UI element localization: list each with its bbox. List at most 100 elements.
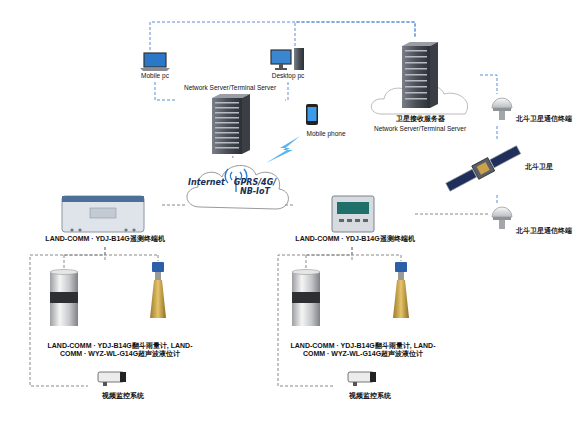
device-node: Mobile pc [135, 50, 175, 82]
dashed-connector [30, 247, 105, 386]
terminal-node: LAND-COMM · YDJ-B14G遥测终端机 [50, 193, 160, 247]
terminal-ports [70, 228, 135, 231]
gauge-cylinder [292, 272, 320, 326]
meter-horn [393, 280, 409, 318]
camera-icon [98, 372, 126, 386]
node-label: Mobile phone [296, 130, 356, 137]
wireless-bolt [266, 136, 300, 163]
rack-front [212, 98, 242, 154]
monitor-base [275, 68, 287, 70]
rain-gauge [50, 270, 78, 327]
node-label: LAND-COMM · YDJ-B14G遥测终端机 [290, 235, 420, 243]
gauge-cylinder [50, 272, 78, 326]
phone-icon [306, 104, 318, 125]
antenna-dome [492, 98, 512, 108]
sensor-node: LAND-COMM · YDJ-B14G翻斗雨量计, LAND-COMM · W… [283, 260, 443, 360]
satellite-icon [444, 143, 522, 194]
desktop-icon [271, 48, 304, 70]
solar-panel [446, 169, 477, 191]
antenna-stem [499, 220, 505, 229]
node-label: LAND-COMM · YDJ-B14G翻斗雨量计, LAND-COMM · W… [40, 342, 200, 358]
antenna-node: 北斗卫星通信终端 [488, 204, 580, 238]
rack-slots [405, 50, 427, 100]
camera-mount [353, 382, 357, 386]
server-rack [212, 94, 250, 154]
telemetry-terminal [332, 196, 374, 232]
node-sublabel: Network Server/Terminal Server [355, 125, 485, 132]
camera-mount [103, 382, 107, 386]
rack-side [242, 94, 250, 154]
monitor [271, 50, 291, 64]
terminal-case [62, 196, 144, 232]
dashed-connector [497, 195, 498, 204]
server-node: Network Server/Terminal Server [175, 84, 285, 156]
rack-side [430, 42, 438, 108]
node-label: 北斗卫星通信终端 [516, 228, 580, 235]
dashed-connector [480, 75, 497, 94]
beidou-antenna [492, 98, 512, 120]
terminal-node: LAND-COMM · YDJ-B14G遥测终端机 [295, 193, 415, 247]
monitor-stand [279, 64, 283, 68]
antenna-node: 北斗卫星通信终端 [488, 94, 580, 126]
node-label: 北斗卫星 [525, 164, 560, 171]
sensor-node: LAND-COMM · YDJ-B14G翻斗雨量计, LAND-COMM · W… [40, 260, 200, 360]
network-cloud-node: InternetGPRS/4G/ NB-IoT [185, 158, 285, 212]
leader-line [64, 255, 158, 270]
terminal-buttons [339, 219, 368, 222]
node-label: Network Server/Terminal Server [170, 84, 290, 91]
dashed-connector [285, 82, 288, 100]
gauge-band [50, 292, 78, 303]
leader-line [306, 255, 401, 270]
gauge-rim [50, 270, 78, 275]
node-label: 视频监控系统 [335, 392, 405, 400]
beidou-antenna [492, 207, 512, 229]
phone-screen [308, 107, 317, 121]
satellite-node: 北斗卫星 [445, 140, 560, 195]
node-label: 视频监控系统 [88, 392, 158, 400]
gauge-rim [292, 270, 320, 275]
node-label: Desktop pc [258, 72, 318, 79]
terminal-case [332, 196, 374, 232]
dashed-connector [160, 205, 185, 206]
laptop-icon [140, 53, 170, 71]
meter-neck [398, 272, 404, 280]
device-node: Desktop pc [268, 46, 308, 82]
node-label: 卫星接收服务器 [360, 115, 480, 123]
rack-front [402, 46, 430, 108]
dashed-connector [497, 126, 498, 140]
node-label: LAND-COMM · YDJ-B14G遥测终端机 [40, 235, 170, 243]
laptop-base [140, 68, 170, 71]
terminal-strip [62, 196, 144, 202]
node-label: 北斗卫星通信终端 [516, 116, 580, 123]
camera-node: 视频监控系统 [335, 368, 405, 404]
dashed-connector [278, 247, 352, 386]
dashed-connector [295, 22, 415, 46]
meter-head [395, 262, 407, 272]
node-label: Mobile pc [125, 72, 185, 79]
server-rack [402, 42, 438, 108]
dashed-connector [155, 82, 175, 100]
dashed-connector [150, 22, 415, 50]
satellite-body [472, 158, 495, 180]
terminal-display [337, 202, 369, 214]
level-meter [393, 262, 409, 318]
pc-tower [294, 48, 304, 70]
camera-lens [120, 372, 126, 382]
camera-icon [348, 372, 376, 386]
gauge-band [292, 292, 320, 303]
solar-panel [490, 146, 521, 168]
dashed-connector [415, 214, 488, 215]
node-label: LAND-COMM · YDJ-B14G翻斗雨量计, LAND-COMM · W… [283, 342, 443, 358]
node-label: Internet [188, 178, 230, 187]
antenna-stem [499, 111, 505, 120]
device-node: Mobile phone [300, 100, 352, 144]
laptop-screen [144, 53, 166, 67]
rain-gauge [292, 270, 320, 327]
satellite-server-node: 卫星接收服务器Network Server/Terminal Server [360, 38, 480, 134]
node-sublabel: GPRS/4G/ NB-IoT [232, 178, 278, 196]
satellite-foil [477, 162, 490, 175]
antenna-dome [492, 207, 512, 217]
